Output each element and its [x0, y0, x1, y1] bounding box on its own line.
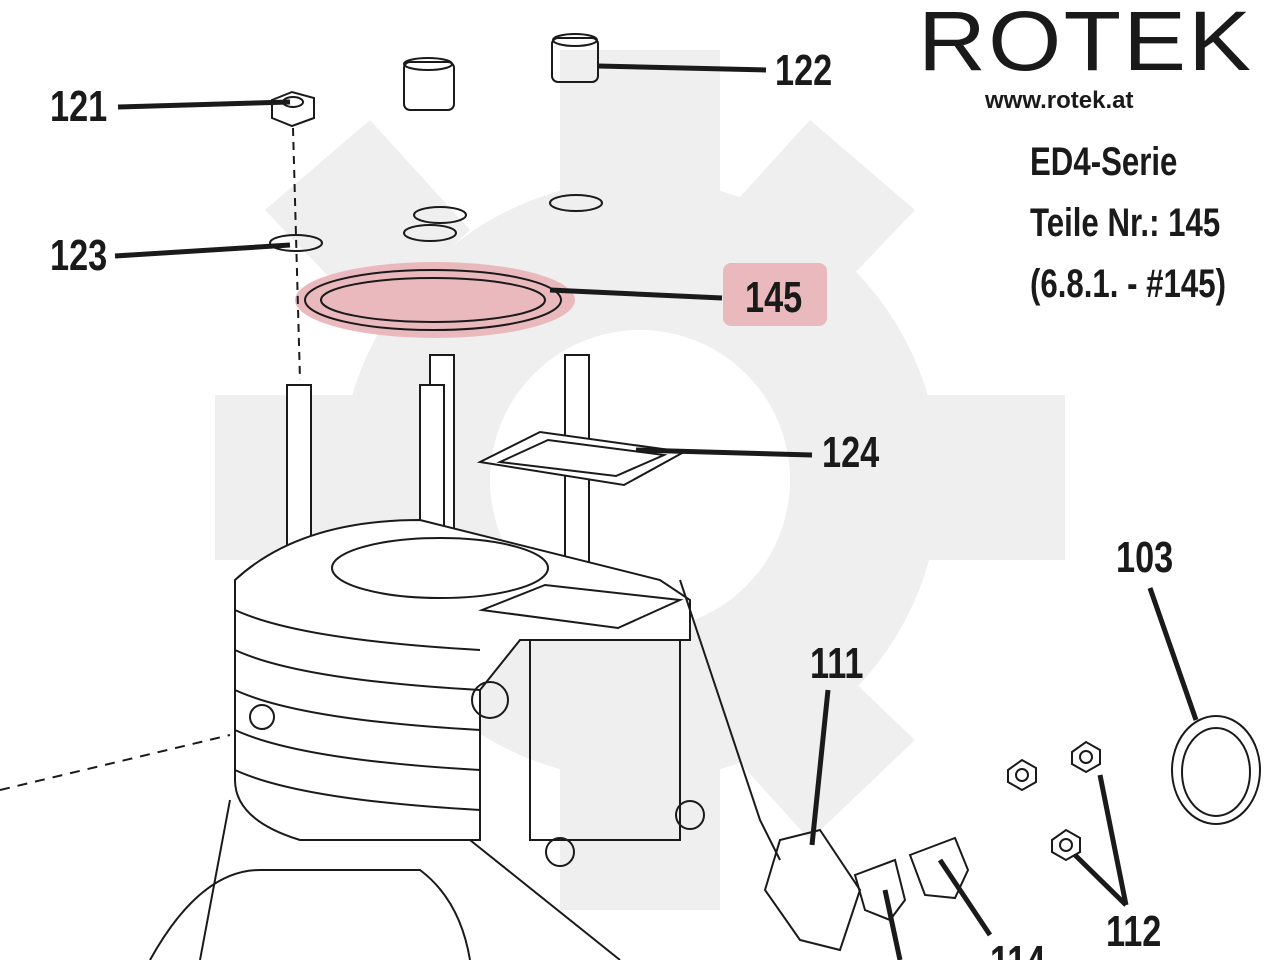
part-number: Teile Nr.: 145 [1030, 201, 1221, 245]
label-124: 124 [822, 428, 880, 477]
label-111: 111 [810, 639, 864, 688]
label-112: 112 [1106, 907, 1162, 956]
label-122: 122 [775, 46, 833, 95]
washer-123 [269, 234, 323, 252]
part-reference: (6.8.1. - #145) [1030, 262, 1226, 306]
brand-logo: ROTEK [918, 4, 1254, 78]
nut-middle [403, 57, 455, 111]
cylinder-head-gasket [304, 269, 562, 331]
label-103: 103 [1116, 533, 1174, 582]
nut-112c [1051, 828, 1081, 862]
brand-url[interactable]: www.rotek.at [985, 87, 1134, 114]
gasket-highlight [295, 262, 575, 338]
bracket [853, 858, 907, 922]
nut-112b [1071, 740, 1101, 774]
cylinder-block [149, 518, 781, 960]
part-114 [908, 836, 970, 900]
label-114: 114 [990, 940, 1045, 960]
nut-122 [551, 33, 599, 83]
label-123: 123 [50, 231, 108, 280]
nut-112a [1007, 758, 1037, 792]
oil-seal-103 [1171, 715, 1261, 825]
leader-lines [114, 63, 1199, 960]
label-121: 121 [50, 82, 108, 131]
label-145: 145 [745, 273, 803, 322]
nut-121 [271, 90, 315, 128]
series-title: ED4-Serie [1030, 140, 1178, 184]
highlight-box-145 [723, 263, 827, 326]
part-111 [763, 828, 862, 952]
